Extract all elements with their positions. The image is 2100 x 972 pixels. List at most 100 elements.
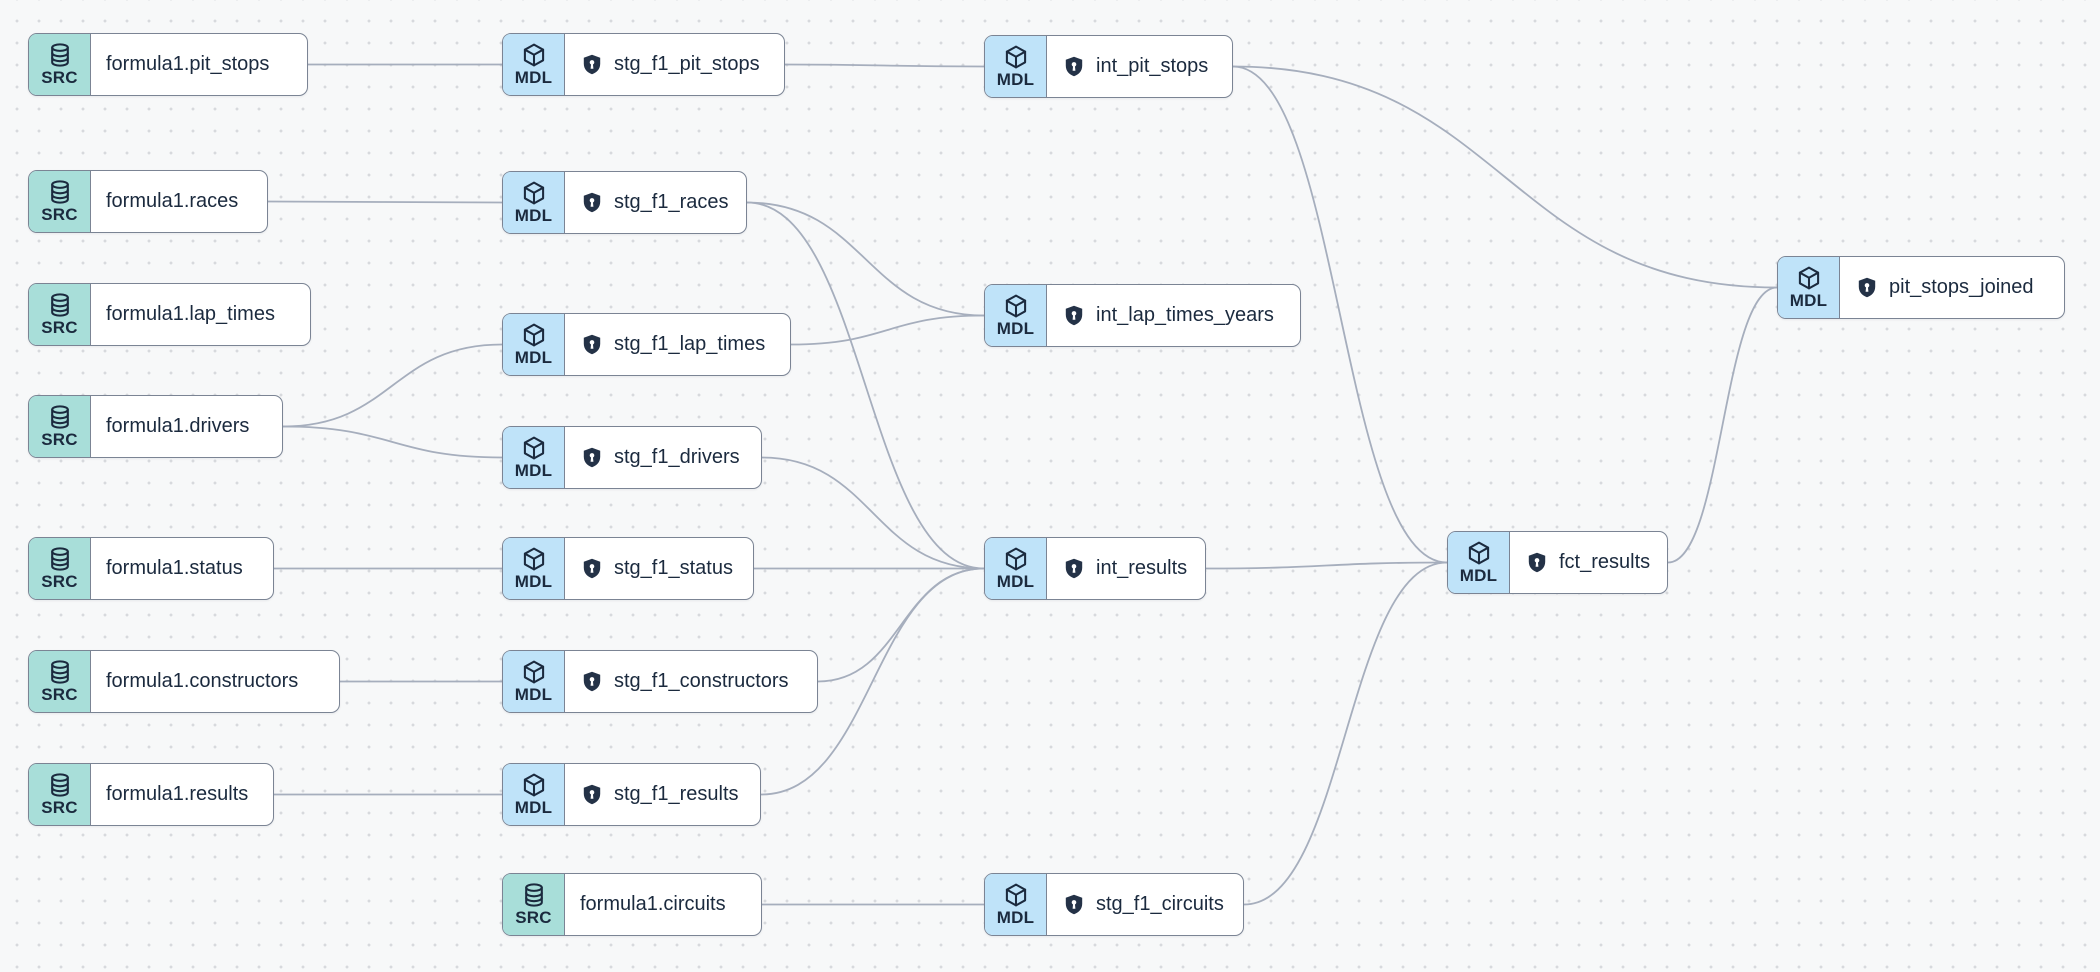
lineage-node-int_results[interactable]: MDL int_results — [984, 537, 1206, 600]
node-type-badge: SRC — [29, 651, 91, 712]
node-label: stg_f1_results — [614, 783, 739, 805]
database-icon — [50, 43, 69, 67]
shield-lock-icon — [1065, 558, 1083, 578]
node-label: stg_f1_pit_stops — [614, 53, 760, 75]
node-body: stg_f1_constructors — [565, 651, 817, 712]
node-label: stg_f1_status — [614, 557, 733, 579]
node-type-badge: MDL — [1448, 532, 1510, 593]
lineage-node-stg_f1_results[interactable]: MDL stg_f1_results — [502, 763, 761, 826]
cube-icon — [523, 660, 544, 684]
node-label: stg_f1_races — [614, 191, 729, 213]
shield-lock-icon — [1065, 56, 1083, 76]
shield-lock-icon — [1858, 277, 1876, 297]
cube-icon — [523, 181, 544, 205]
cube-icon — [523, 773, 544, 797]
lineage-node-stg_f1_status[interactable]: MDL stg_f1_status — [502, 537, 754, 600]
lineage-node-src_results[interactable]: SRC formula1.results — [28, 763, 274, 826]
lineage-node-src_constructors[interactable]: SRC formula1.constructors — [28, 650, 340, 713]
cube-icon — [1798, 266, 1819, 290]
lineage-node-int_pit_stops[interactable]: MDL int_pit_stops — [984, 35, 1233, 98]
node-type-badge: MDL — [503, 314, 565, 375]
node-type-badge: SRC — [29, 764, 91, 825]
node-type-badge: MDL — [985, 36, 1047, 97]
node-body: stg_f1_races — [565, 172, 747, 233]
lineage-node-src_status[interactable]: SRC formula1.status — [28, 537, 274, 600]
cube-icon — [1468, 541, 1489, 565]
edge-src_drivers-to-stg_f1_lap_times — [282, 343, 503, 428]
shield-lock-icon — [1065, 894, 1083, 914]
node-type-badge: SRC — [29, 34, 91, 95]
lineage-node-stg_f1_lap_times[interactable]: MDL stg_f1_lap_times — [502, 313, 791, 376]
node-label: formula1.status — [106, 557, 243, 579]
lineage-node-stg_f1_pit_stops[interactable]: MDL stg_f1_pit_stops — [502, 33, 785, 96]
edge-stg_f1_drivers-to-int_results — [761, 456, 985, 570]
shield-lock-icon — [583, 671, 601, 691]
node-label: int_lap_times_years — [1096, 304, 1274, 326]
node-label: fct_results — [1559, 551, 1651, 573]
edge-stg_f1_lap_times-to-int_lap_times_years — [790, 314, 985, 346]
edge-src_drivers-to-stg_f1_drivers — [282, 425, 503, 459]
node-type-badge: MDL — [985, 285, 1047, 346]
node-label: formula1.results — [106, 783, 249, 805]
lineage-node-src_drivers[interactable]: SRC formula1.drivers — [28, 395, 283, 458]
node-body: stg_f1_status — [565, 538, 753, 599]
lineage-node-stg_f1_constructors[interactable]: MDL stg_f1_constructors — [502, 650, 818, 713]
database-icon — [50, 180, 69, 204]
node-body: int_lap_times_years — [1047, 285, 1300, 346]
node-body: stg_f1_pit_stops — [565, 34, 784, 95]
lineage-node-src_circuits[interactable]: SRC formula1.circuits — [502, 873, 762, 936]
node-label: stg_f1_lap_times — [614, 333, 766, 355]
node-type-label: SRC — [515, 908, 552, 927]
node-type-label: MDL — [996, 908, 1035, 927]
database-icon — [50, 293, 69, 317]
node-type-label: MDL — [1789, 291, 1828, 310]
node-body: formula1.constructors — [91, 651, 339, 712]
cube-icon — [523, 547, 544, 571]
cube-icon — [523, 323, 544, 347]
node-type-label: MDL — [514, 68, 553, 87]
node-label: stg_f1_drivers — [614, 446, 740, 468]
shield-lock-icon — [583, 192, 601, 212]
node-type-badge: MDL — [503, 427, 565, 488]
node-body: formula1.lap_times — [91, 284, 310, 345]
node-type-label: SRC — [41, 205, 78, 224]
shield-lock-icon — [1528, 552, 1546, 572]
node-type-badge: SRC — [29, 171, 91, 232]
lineage-node-stg_f1_circuits[interactable]: MDL stg_f1_circuits — [984, 873, 1244, 936]
lineage-node-pit_stops_joined[interactable]: MDL pit_stops_joined — [1777, 256, 2065, 319]
node-label: formula1.constructors — [106, 670, 299, 692]
node-label: int_pit_stops — [1096, 55, 1209, 77]
node-type-label: MDL — [1459, 566, 1498, 585]
node-body: formula1.circuits — [565, 874, 761, 935]
node-body: stg_f1_circuits — [1047, 874, 1243, 935]
node-label: formula1.lap_times — [106, 303, 275, 325]
cube-icon — [1005, 294, 1026, 318]
node-body: stg_f1_lap_times — [565, 314, 790, 375]
cube-icon — [523, 436, 544, 460]
lineage-node-stg_f1_drivers[interactable]: MDL stg_f1_drivers — [502, 426, 762, 489]
node-type-label: MDL — [514, 572, 553, 591]
database-icon — [50, 405, 69, 429]
edge-stg_f1_circuits-to-fct_results — [1243, 561, 1448, 906]
node-body: stg_f1_results — [565, 764, 760, 825]
lineage-node-src_lap_times[interactable]: SRC formula1.lap_times — [28, 283, 311, 346]
node-type-label: MDL — [514, 348, 553, 367]
node-label: int_results — [1096, 557, 1188, 579]
node-body: formula1.status — [91, 538, 273, 599]
shield-lock-icon — [583, 558, 601, 578]
node-label: pit_stops_joined — [1889, 276, 2034, 298]
lineage-node-int_lap_times_years[interactable]: MDL int_lap_times_years — [984, 284, 1301, 347]
node-body: formula1.results — [91, 764, 273, 825]
lineage-node-src_pit_stops[interactable]: SRC formula1.pit_stops — [28, 33, 308, 96]
lineage-node-fct_results[interactable]: MDL fct_results — [1447, 531, 1668, 594]
shield-lock-icon — [583, 54, 601, 74]
lineage-node-stg_f1_races[interactable]: MDL stg_f1_races — [502, 171, 747, 234]
node-type-badge: MDL — [985, 538, 1047, 599]
node-type-badge: SRC — [503, 874, 565, 935]
node-type-label: SRC — [41, 430, 78, 449]
node-type-label: MDL — [996, 70, 1035, 89]
shield-lock-icon — [583, 334, 601, 354]
lineage-node-src_races[interactable]: SRC formula1.races — [28, 170, 268, 233]
